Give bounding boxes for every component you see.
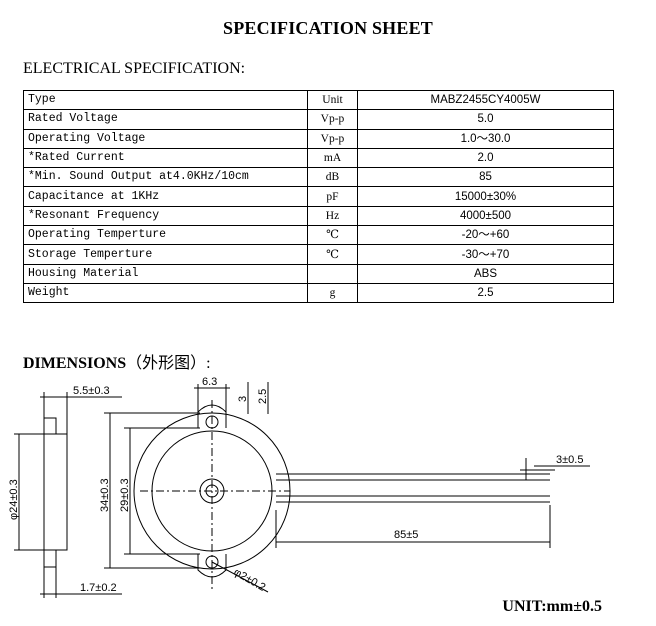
dimensions-heading: DIMENSIONS（外形图）:: [23, 349, 211, 373]
dim-hole: φ2±0.2: [232, 566, 268, 594]
param-name: *Rated Current: [23, 147, 308, 169]
param-value: 85: [357, 167, 614, 188]
param-name: *Resonant Frequency: [23, 205, 308, 227]
param-unit: dB: [307, 167, 358, 188]
header-type: Type: [23, 89, 308, 111]
param-value: 4000±500: [357, 205, 614, 227]
param-unit: mA: [307, 147, 358, 169]
param-name: Operating Temperture: [23, 225, 308, 246]
table-header-row: Type Unit MABZ2455CY4005W: [23, 89, 614, 111]
param-unit: ℃: [307, 244, 358, 265]
param-name: Capacitance at 1KHz: [23, 186, 308, 207]
table-row: Storage Temperture℃-30～+70: [23, 244, 614, 265]
side-view-body: [43, 433, 68, 551]
unit-note: UNIT:mm±0.5: [502, 598, 602, 615]
table-row: Operating Temperture℃-20～+60: [23, 225, 614, 246]
dim-top-2-5: 2.5: [257, 389, 269, 404]
electrical-heading: ELECTRICAL SPECIFICATION:: [23, 60, 246, 77]
param-value: ABS: [357, 263, 614, 284]
param-value: -30～+70: [357, 244, 614, 265]
sheet-title: SPECIFICATION SHEET: [222, 18, 434, 38]
param-unit: pF: [307, 186, 358, 207]
param-name: Weight: [23, 282, 308, 304]
front-view: [104, 382, 590, 593]
param-name: Storage Temperture: [23, 244, 308, 265]
side-view-bottom-tab: [43, 549, 57, 568]
dim-diameter: φ24±0.3: [8, 479, 20, 520]
header-unit: Unit: [307, 89, 358, 111]
param-unit: ℃: [307, 225, 358, 246]
param-unit: Vp-p: [307, 128, 358, 149]
param-value: 15000±30%: [357, 186, 614, 207]
param-value: -20～+60: [357, 225, 614, 246]
dimension-labels: 5.5±0.3 φ24±0.3 1.7±0.2 6.3 3 2.5 34±0.3…: [8, 376, 583, 594]
param-name: *Min. Sound Output at4.0KHz/10cm: [23, 167, 308, 188]
param-name: Housing Material: [23, 263, 308, 284]
header-model: MABZ2455CY4005W: [357, 89, 614, 111]
dim-height-34: 34±0.3: [99, 478, 111, 512]
param-unit: Hz: [307, 205, 358, 227]
dim-side-thickness: 5.5±0.3: [73, 385, 110, 397]
dim-lead-strip: 3±0.5: [556, 454, 583, 466]
dimensions-heading-cn: （外形图）:: [126, 355, 211, 372]
param-value: 2.5: [357, 282, 614, 304]
table-row: Housing Material ABS: [23, 263, 614, 284]
param-value: 2.0: [357, 147, 614, 169]
side-view-top-tab: [43, 417, 57, 435]
dimensions-heading-text: DIMENSIONS: [23, 355, 127, 372]
dim-bottom-thickness: 1.7±0.2: [80, 582, 117, 594]
param-unit: g: [307, 282, 358, 304]
param-value: 1.0～30.0: [357, 128, 614, 149]
param-name: Rated Voltage: [23, 109, 308, 130]
side-view: [14, 392, 122, 598]
dim-lead-length: 85±5: [394, 529, 418, 541]
param-unit: [307, 263, 358, 284]
param-unit: Vp-p: [307, 109, 358, 130]
dim-top-3: 3: [237, 396, 249, 402]
dim-height-29: 29±0.3: [119, 478, 131, 512]
dimension-drawing: 5.5±0.3 φ24±0.3 1.7±0.2 6.3 3 2.5 34±0.3…: [8, 376, 590, 598]
param-name: Operating Voltage: [23, 128, 308, 149]
param-value: 5.0: [357, 109, 614, 130]
dim-top-width: 6.3: [202, 376, 217, 388]
